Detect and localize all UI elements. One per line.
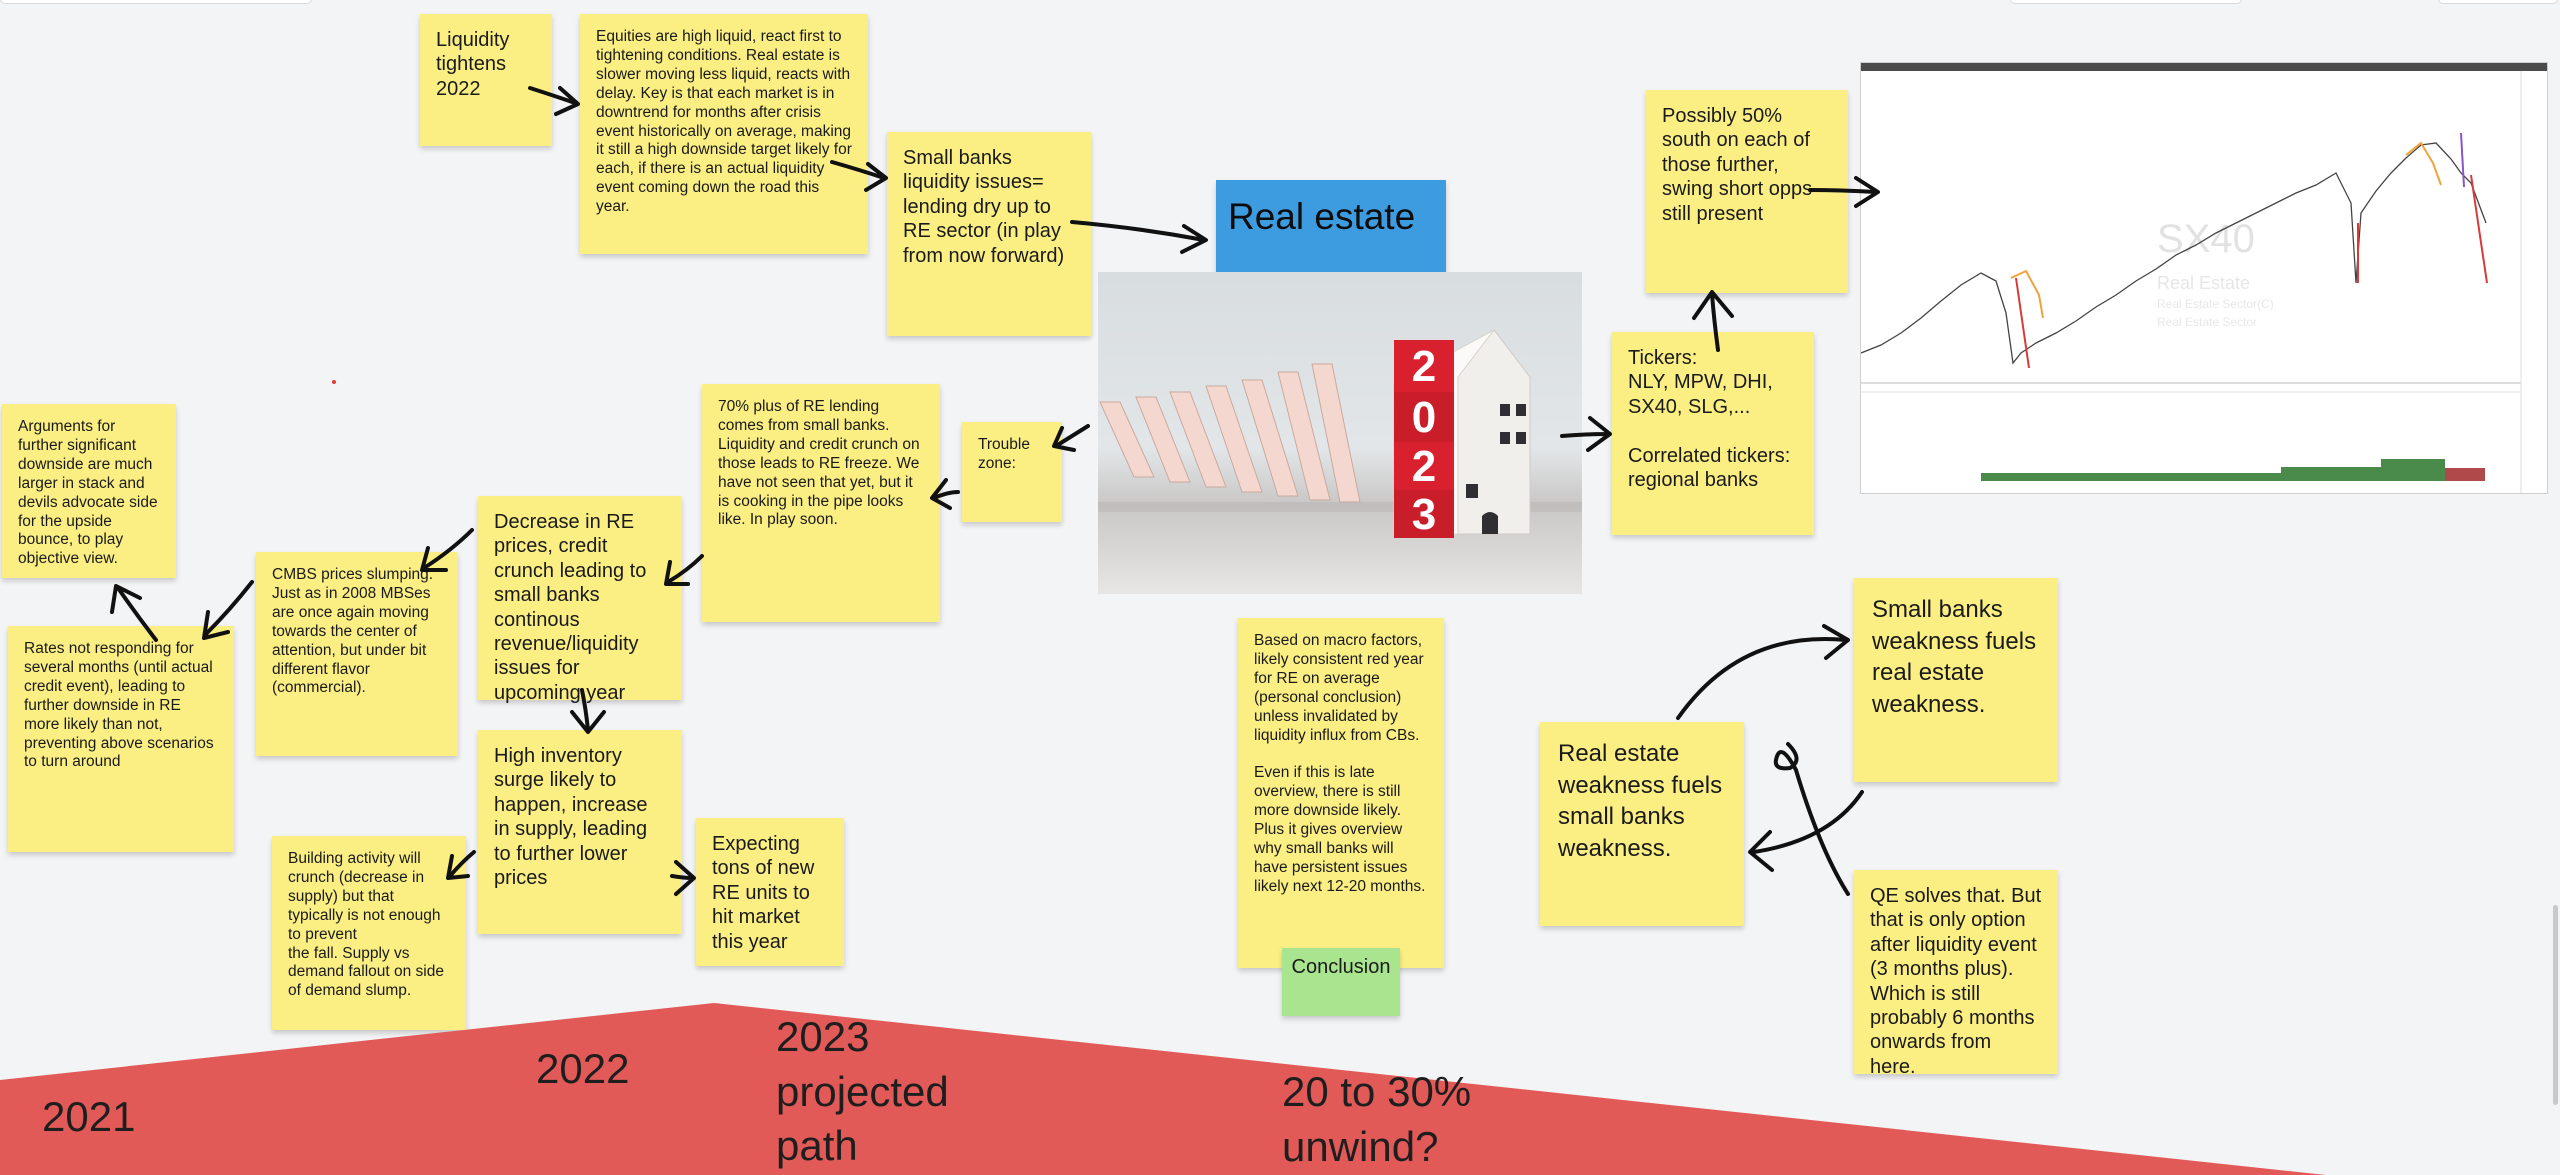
red-drop-1 [2015,277,2030,369]
chart-plot [1861,71,2522,493]
note-liquidity-tightens[interactable]: Liquidity tightens 2022 [420,14,552,146]
note-expecting-tons[interactable]: Expecting tons of new RE units to hit ma… [696,818,844,966]
block-digit-2: 0 [1411,393,1437,442]
note-re-lending[interactable]: 70% plus of RE lending comes from small … [702,384,940,622]
note-trouble-zone[interactable]: Trouble zone: [962,422,1062,522]
note-macro-factors[interactable]: Based on macro factors, likely consisten… [1238,618,1444,968]
sx40-chart-screenshot[interactable]: SX40 Real Estate Real Estate Sector(C) R… [1860,62,2548,494]
card-conclusion[interactable]: Conclusion [1282,948,1400,1016]
red-dot-marker [332,380,336,384]
domino-4 [1205,385,1263,493]
domino-5 [1241,379,1299,497]
card-conclusion-label: Conclusion [1291,956,1391,978]
domino-7 [1311,363,1361,503]
block-digit-1: 2 [1411,342,1437,391]
block-digit-3: 2 [1411,442,1437,491]
volume-bars [1981,459,2485,481]
note-equities[interactable]: Equities are high liquid, react first to… [580,14,868,254]
purple-arrow [2460,132,2465,188]
note-qe-solves[interactable]: QE solves that. But that is only option … [1854,870,2058,1078]
domino-house-photo[interactable]: 2 0 2 3 [1098,272,1582,594]
domino-1 [1099,401,1155,478]
timeline-2021: 2021 [42,1093,136,1140]
note-tickers[interactable]: Tickers: NLY, MPW, DHI, SX40, SLG,... Co… [1612,332,1814,535]
timeline-unwind: 20 to 30% unwind? [1282,1068,1472,1170]
red-drop-3 [2470,174,2488,284]
block-digit-4: 3 [1411,490,1437,539]
chart-watermark-sub1: Real Estate [2157,273,2251,293]
chart-title-bar [1861,63,2547,71]
timeline-red-shape [0,1003,2326,1175]
note-cmbs[interactable]: CMBS prices slumping. Just as in 2008 MB… [256,552,458,756]
floor-shadow [1098,502,1582,512]
year-blocks [1394,340,1454,538]
note-small-banks-liquidity[interactable]: Small banks liquidity issues= lending dr… [887,132,1091,336]
chart-watermark-sub3: Real Estate Sector [2157,315,2258,329]
domino-2 [1135,396,1191,483]
note-decrease-re[interactable]: Decrease in RE prices, credit crunch lea… [478,496,682,704]
dominoes-graphic [1098,329,1582,538]
timeline-2023: 2023 projected path [776,1013,949,1170]
domino-6 [1277,371,1331,501]
price-line [1861,142,2487,365]
note-rates[interactable]: Rates not responding for several months … [8,626,234,852]
note-small-banks-weakness[interactable]: Small banks weakness fuels real estate w… [1854,578,2058,782]
note-re-weakness[interactable]: Real estate weakness fuels small banks w… [1540,722,1744,926]
timeline-2022: 2022 [536,1045,630,1092]
chart-watermark-sub2: Real Estate Sector(C) [2157,297,2274,311]
card-real-estate-label: Real estate [1228,196,1416,237]
orange-annotation-1 [2010,269,2044,319]
orange-annotation-2 [2405,141,2442,186]
note-high-inventory[interactable]: High inventory surge likely to happen, i… [478,730,682,934]
note-building-activity[interactable]: Building activity will crunch (decrease … [272,836,466,1030]
domino-3 [1169,391,1227,488]
vertical-scrollbar[interactable] [2553,905,2558,1105]
note-arguments[interactable]: Arguments for further significant downsi… [2,404,176,578]
